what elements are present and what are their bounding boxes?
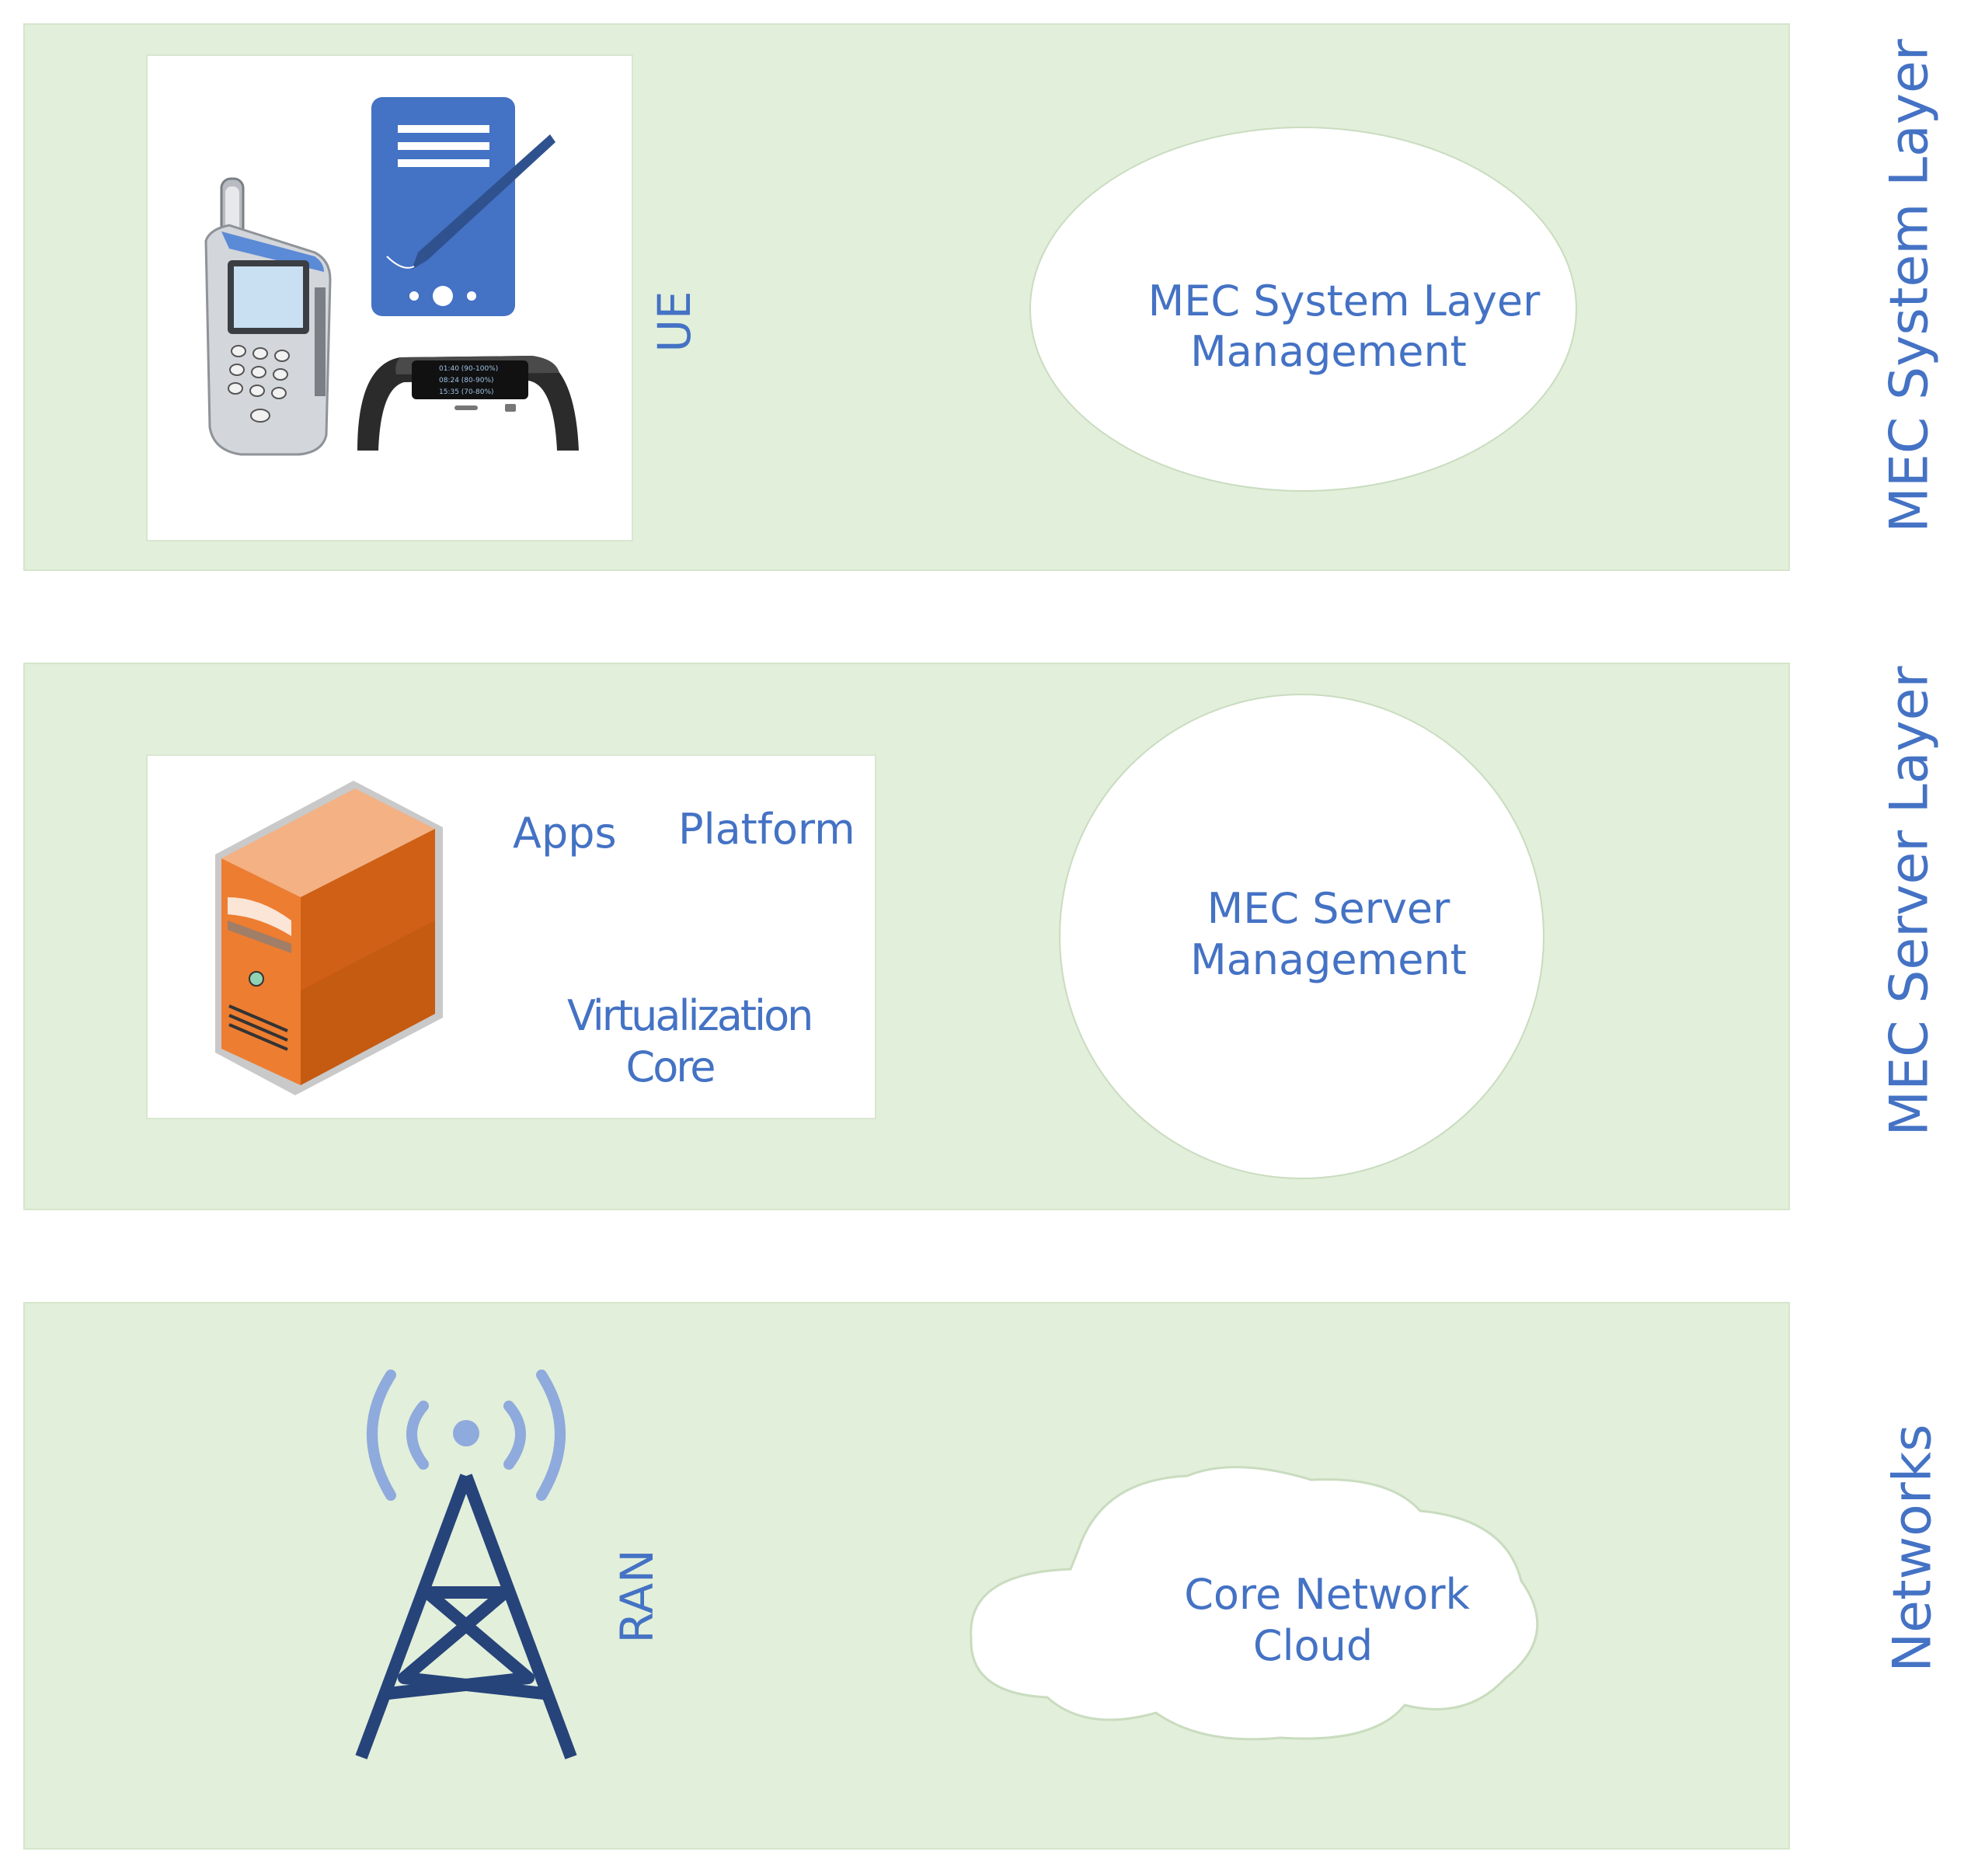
smartwatch-icon: 01:40 (90-100%) 08:24 (80-90%) 15:35 (70… xyxy=(357,356,579,451)
mec-system-management-line2: Management xyxy=(1190,327,1467,376)
mec-server-management-line1: MEC Server xyxy=(1207,884,1450,933)
mobile-phone-icon xyxy=(204,177,332,456)
core-network-cloud-line1: Core Network xyxy=(1184,1570,1470,1619)
cloud-icon xyxy=(970,1466,1539,1741)
ue-label: UE xyxy=(648,291,701,353)
watch-line-2: 08:24 (80-90%) xyxy=(439,377,494,385)
mec-server-layer-title: MEC Server Layer xyxy=(1879,666,1941,1136)
platform-label: Platform xyxy=(678,805,855,854)
mec-system-management-ellipse xyxy=(1029,127,1577,492)
watch-line-1: 01:40 (90-100%) xyxy=(439,365,498,373)
ran-label: RAN xyxy=(611,1549,663,1644)
apps-label: Apps xyxy=(513,809,617,858)
watch-line-3: 15:35 (70-80%) xyxy=(439,388,494,396)
server-tower-icon xyxy=(215,781,443,1095)
core-label: Core xyxy=(625,1042,716,1091)
virtualization-label: Virtualization xyxy=(567,991,813,1040)
mec-server-management-circle xyxy=(1059,694,1544,1179)
mec-server-management-line2: Management xyxy=(1190,935,1467,984)
mec-system-management-line1: MEC System Layer xyxy=(1147,277,1541,325)
tablet-pen-icon xyxy=(371,97,555,316)
core-network-cloud-line2: Cloud xyxy=(1252,1621,1374,1670)
networks-title: Networks xyxy=(1882,1424,1944,1672)
mec-system-layer-title: MEC System Layer xyxy=(1879,39,1941,533)
radio-tower-icon xyxy=(355,1370,577,1759)
